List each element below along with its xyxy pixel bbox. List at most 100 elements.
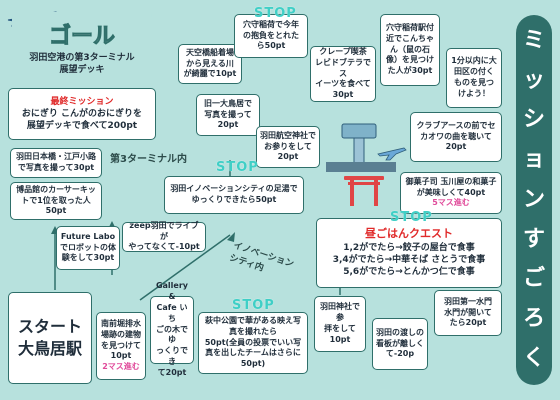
cell-haneda-watashi: 羽田の渡しの 看板が離しく て-20p — [372, 318, 428, 370]
stop-label-mid: STOP — [216, 160, 259, 175]
cell-zeep: zeep羽田でライブが やってなくて-10pt — [122, 220, 206, 252]
cell-text: 南前堀排水 — [101, 319, 141, 328]
cell-text: 50pt — [45, 206, 67, 216]
cell-text: 真を出したチームはさらに — [205, 348, 301, 358]
cell-text: っくりでき — [156, 346, 188, 366]
cell-haneda-suimon: 羽田第一水門 水門が開いて たら20pt — [434, 290, 502, 336]
cell-text: 20pt — [445, 142, 467, 152]
cell-anamori-konkichan: 穴守稲荷駅付 近でこんちゃ ん（鼠の石 像）を見つけ た人が30pt — [380, 14, 440, 86]
tower-cab-icon — [341, 123, 377, 139]
cell-text: て-20p — [385, 349, 415, 359]
cell-text: ゆっくりできたら50pt — [191, 195, 277, 204]
cell-text: 写真を撮って — [204, 109, 252, 119]
stop-label-top: STOP — [254, 6, 297, 21]
cell-text: 羽田日本橋・江戸小路 — [16, 152, 96, 162]
lunch-title: 昼ごはんクエスト — [365, 227, 453, 241]
title-rail: ミ ッ シ ョ ン す ご ろ く — [516, 15, 552, 385]
cell-text: 真を撮れたら — [229, 326, 277, 336]
cell-text: 近でこんちゃ — [386, 33, 434, 43]
arrow-diagonal — [139, 234, 231, 301]
final-mission-line2: 展望デッキで食べて200pt — [26, 121, 138, 132]
final-mission-cell: 最終ミッション おにぎり こんがのおにぎりを 展望デッキで食べて200pt — [8, 88, 156, 140]
cell-text: 穴守稲荷で今年 — [243, 19, 299, 29]
cell-innovation-footbath: 羽田イノベーションシティの足湯で ゆっくりできたら50pt — [164, 176, 304, 214]
rail-char: ご — [522, 266, 545, 292]
lunch-line3: 5,6がでたら→とんかつ仁で食事 — [343, 267, 475, 278]
cell-text: た人が30pt — [387, 66, 433, 76]
rail-char: シ — [522, 107, 545, 133]
cell-text: 旧一大鳥居で — [204, 98, 252, 108]
cell-hakuhinkan: 博品館のカーサーキッ トで1位を取った人 50pt — [10, 182, 102, 220]
stop-label-lunch: STOP — [390, 210, 433, 225]
cell-anamori-dakiko: 穴守稲荷で今年 の抱負をとれた ら50pt — [234, 14, 308, 58]
rail-char: ン — [522, 186, 545, 212]
cell-text: 20pt — [277, 152, 299, 162]
cell-text: けよう！ — [458, 88, 490, 98]
small-plane-icon — [377, 147, 407, 161]
cell-haneda-nihonbashi: 羽田日本橋・江戸小路 で写真を撮って30pt — [10, 148, 102, 178]
cell-text: 看板が離しく — [376, 338, 424, 348]
lunch-quest-cell: 昼ごはんクエスト 1,2がでたら→餃子の屋台で食事 3,4がでたら→中華そば さ… — [316, 218, 502, 288]
cell-future-labo: Future Labo でロボットの体 験をして30pt — [56, 226, 120, 270]
cell-text: Gallery & — [155, 281, 189, 302]
cell-crepe: クレープ喫茶 レビドブテラでス イーツを食べて 30pt — [310, 46, 376, 102]
cell-advance: 2マス進む — [102, 362, 140, 372]
start-title: スタート — [17, 317, 82, 337]
cell-text: お参りをして — [264, 141, 312, 151]
goal-cell: ゴール 羽田空港の第3ターミナル 展望デッキ — [12, 12, 152, 86]
cell-one-minute: 1分以内に大 田区の付く ものを見つ けよう！ — [446, 48, 502, 108]
rail-char: ミ — [522, 27, 545, 53]
final-mission-title: 最終ミッション — [50, 96, 114, 107]
cell-advance: 5マス進む — [432, 198, 470, 208]
cell-haneda-shrine-worship: 羽田神社で参 拝をして 10pt — [314, 296, 366, 352]
rail-char: ョ — [522, 147, 545, 173]
rail-char: ろ — [522, 306, 545, 332]
cell-text: 20pt — [217, 120, 239, 130]
rail-char: す — [522, 226, 545, 252]
cell-text: の抱負をとれた — [243, 30, 299, 40]
cell-text: 50pt) — [240, 359, 266, 369]
start-cell: スタート 大鳥居駅 — [8, 292, 92, 384]
cell-text: 田区の付く — [454, 67, 494, 77]
goal-line1: 羽田空港の第3ターミナル — [29, 52, 135, 63]
cell-text: で写真を撮って30pt — [17, 163, 95, 172]
terminal3-label: 第3ターミナル内 — [110, 154, 187, 165]
rail-char: く — [522, 346, 545, 371]
cell-text: zeep羽田でライブが — [129, 220, 199, 241]
cell-text: 1分以内に大 — [451, 56, 497, 66]
cell-text: カオワの曲を聴いて — [420, 131, 492, 141]
cell-text: て20pt — [157, 367, 187, 377]
terminal-building-icon — [326, 162, 396, 172]
cell-text: 御菓子司 玉川屋の和菓子 — [405, 176, 497, 186]
final-mission-line1: おにぎり こんがのおにぎりを — [21, 108, 143, 119]
cell-gallery-cafe: Gallery & Cafe いち ごの木でゆ っくりでき て20pt — [150, 281, 194, 377]
arrowhead-3 — [227, 232, 235, 242]
cell-text: 拝をして — [324, 324, 356, 333]
cell-text: 羽田の渡しの — [376, 327, 424, 337]
cell-text: が綺麗で10pt — [183, 69, 237, 79]
cell-text: 羽田神社で参 — [320, 302, 360, 323]
cell-text: 水門が開いて — [444, 307, 492, 317]
cell-text: 羽田第一水門 — [444, 296, 492, 306]
cell-text: 穴守稲荷駅付 — [386, 23, 434, 32]
cell-text: 10pt — [329, 334, 351, 344]
cell-text: Cafe いち — [156, 303, 188, 323]
cell-text: ものを見つ — [454, 78, 494, 87]
cell-text: クラブアースの前でセ — [416, 120, 496, 130]
cell-tenku-deck: 天空橋船着場 から見える川 が綺麗で10pt — [178, 44, 242, 84]
cell-text: 像）を見つけ — [386, 55, 434, 65]
cell-hagi-park: 萩中公園で華がある映え写 真を撮れたら 50pt(全員の投票でいい写 真を出した… — [198, 312, 308, 374]
cell-text: イーツを食べて — [315, 79, 371, 89]
lunch-line1: 1,2がでたら→餃子の屋台で食事 — [343, 243, 475, 254]
cell-text: 羽田イノベーションシティの足湯で — [170, 184, 298, 194]
cell-text: 羽田航空神社で — [260, 130, 316, 140]
cell-text: Future Labo — [60, 231, 116, 241]
cell-minamirokugo: 南前堀排水 場跡の建物 を見つけて 10pt 2マス進む — [96, 312, 146, 380]
torii-icon — [344, 176, 384, 206]
cell-text: 験をして30pt — [61, 253, 115, 263]
rail-char: ッ — [522, 67, 545, 93]
cell-text: 10pt — [110, 351, 132, 361]
cell-text: 場跡の建物 — [101, 329, 141, 339]
cell-gokashi: 御菓子司 玉川屋の和菓子 が美味しくて40pt 5マス進む — [400, 172, 502, 214]
lunch-line2: 3,4がでたら→中華そば さとうで食事 — [332, 255, 486, 266]
